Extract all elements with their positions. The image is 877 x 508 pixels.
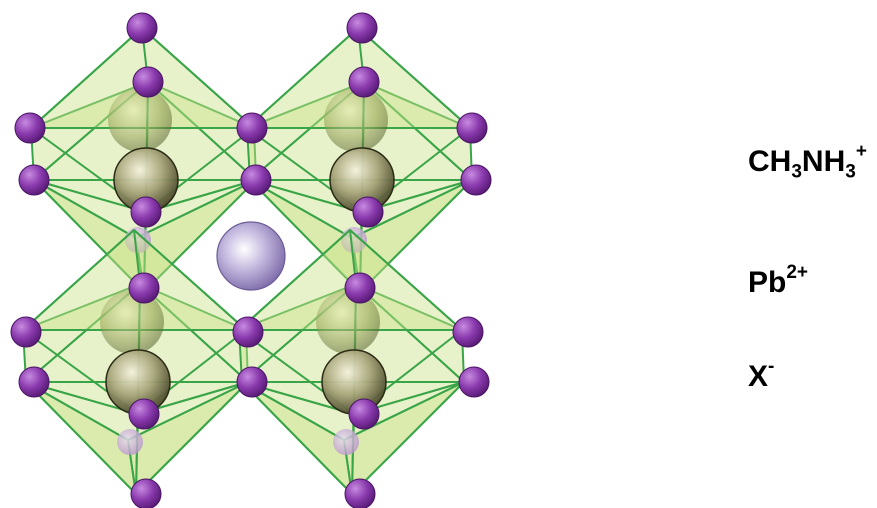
octahedron-top-left <box>30 27 257 293</box>
halide-ion <box>236 112 268 144</box>
octahedron-bottom-left <box>22 229 249 495</box>
lead-ion-back <box>324 88 388 152</box>
halide-ion <box>346 12 378 44</box>
halide-ion <box>130 478 162 508</box>
halide-ion <box>18 366 50 398</box>
halide-ion <box>126 12 158 44</box>
halide-ion <box>130 196 162 228</box>
halide-ion <box>10 316 42 348</box>
halide-ion <box>128 272 160 304</box>
halide-ion <box>236 366 268 398</box>
halide-ion <box>132 66 164 98</box>
halide-ion <box>18 164 50 196</box>
halide-ion <box>344 272 376 304</box>
lead-ion-back <box>108 88 172 152</box>
halide-ion-back <box>117 429 143 455</box>
halide-ion <box>348 66 380 98</box>
halide-ion <box>458 366 490 398</box>
halide-ion <box>348 398 380 430</box>
lead-ion-back <box>316 290 380 354</box>
halide-ion <box>232 316 264 348</box>
lead-ion-back <box>100 290 164 354</box>
halide-ion <box>352 196 384 228</box>
perovskite-crystal-structure <box>10 12 492 508</box>
halide-ion <box>452 316 484 348</box>
legend-label-halide: X- <box>748 355 775 393</box>
legend-label-cation: CH3NH3+ <box>748 140 867 183</box>
methylammonium-cation <box>216 221 286 291</box>
halide-ion-back <box>333 429 359 455</box>
halide-ion <box>128 398 160 430</box>
halide-ion <box>240 164 272 196</box>
halide-ion <box>14 112 46 144</box>
halide-ion <box>456 112 488 144</box>
halide-ion <box>460 164 492 196</box>
halide-ion <box>344 478 376 508</box>
legend-label-lead: Pb2+ <box>748 261 809 299</box>
